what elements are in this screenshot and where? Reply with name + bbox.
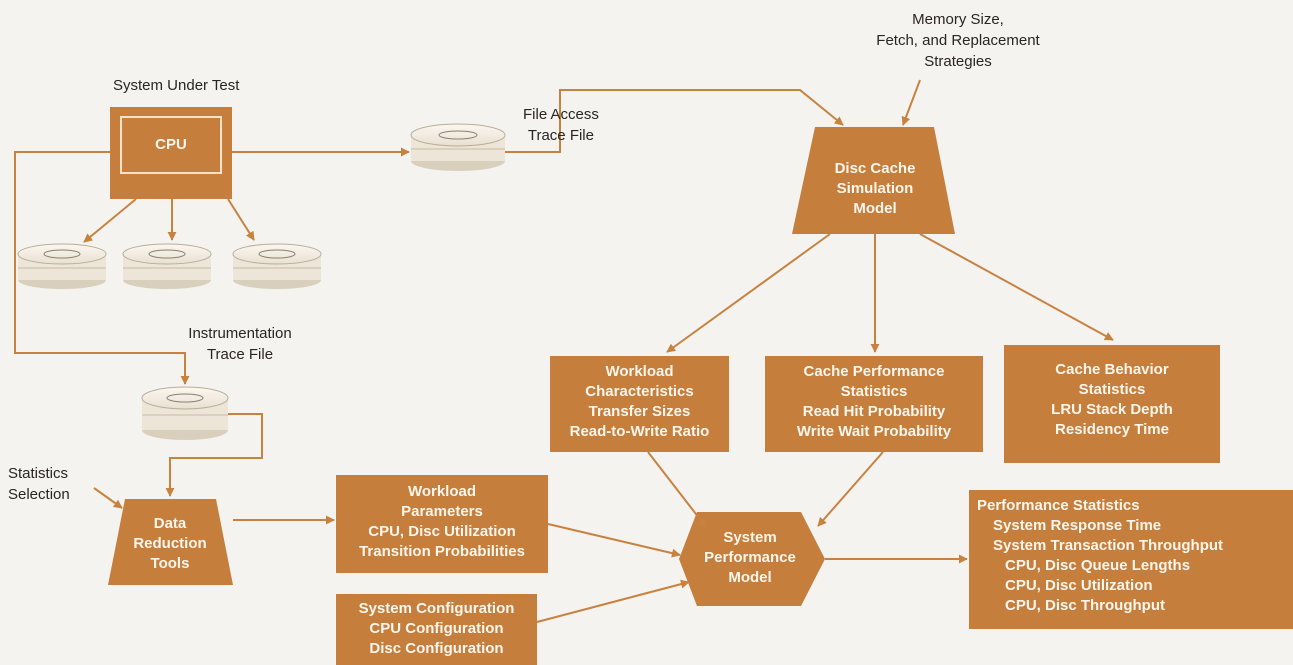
instrumentation-trace-disc-icon: [141, 386, 229, 440]
box-line: Statistics: [840, 383, 908, 400]
performance-statistics-box: Performance Statistics System Response T…: [969, 490, 1293, 629]
workload-characteristics-box: Workload Characteristics Transfer Sizes …: [550, 356, 729, 452]
label-line: Simulation: [836, 180, 914, 197]
box-line: Characteristics: [585, 383, 694, 400]
box-line: CPU, Disc Utilization: [1005, 577, 1153, 594]
workload-parameters-box: Workload Parameters CPU, Disc Utilizatio…: [336, 475, 548, 573]
disc-cache-model-label: Disc Cache Simulation Model: [810, 159, 940, 219]
cache-behavior-statistics-box: Cache Behavior Statistics LRU Stack Dept…: [1004, 345, 1220, 463]
statistics-selection-label: Statistics Selection: [8, 463, 70, 505]
label-line: Memory Size,: [912, 11, 1004, 28]
system-configuration-box: System Configuration CPU Configuration D…: [336, 594, 537, 665]
box-line: Workload: [407, 483, 477, 500]
cache-performance-statistics-box: Cache Performance Statistics Read Hit Pr…: [765, 356, 983, 452]
disc-cache-model-shape: [792, 127, 955, 234]
cpu-label: CPU: [155, 136, 187, 153]
disc-icon: [232, 243, 322, 289]
box-line: Cache Behavior: [1055, 361, 1169, 378]
label-line: Instrumentation: [188, 325, 292, 342]
box-line: Write Wait Probability: [796, 423, 952, 440]
box-line: Workload: [605, 363, 674, 380]
box-line: Statistics: [1078, 381, 1146, 398]
label-line: File Access: [523, 106, 599, 123]
label-line: System: [723, 529, 777, 546]
label-line: Performance: [704, 549, 796, 566]
box-line: Read Hit Probability: [802, 403, 946, 420]
box-line: Parameters: [401, 503, 483, 520]
label-line: Tools: [150, 555, 190, 572]
disc-icon: [122, 243, 212, 289]
label-line: Trace File: [527, 127, 594, 144]
box-title: Performance Statistics: [977, 497, 1140, 514]
data-reduction-tools-label: Data Reduction Tools: [120, 514, 220, 574]
box-line: System Transaction Throughput: [993, 537, 1224, 554]
label-line: Trace File: [206, 346, 274, 363]
box-line: Read-to-Write Ratio: [569, 423, 710, 440]
label-line: Disc Cache: [834, 160, 916, 177]
box-line: Transfer Sizes: [588, 403, 691, 420]
system-under-test-label: System Under Test: [113, 77, 240, 94]
file-access-trace-label: File Access Trace File: [523, 104, 599, 146]
memory-size-label: Memory Size, Fetch, and Replacement Stra…: [838, 9, 1078, 72]
disc-icon: [17, 243, 107, 289]
label-line: Reduction: [133, 535, 207, 552]
label-line: Statistics: [8, 465, 69, 482]
system-performance-model-label: System Performance Model: [690, 528, 810, 588]
box-line: CPU, Disc Queue Lengths: [1005, 557, 1191, 574]
instrumentation-trace-label: Instrumentation Trace File: [160, 323, 320, 365]
label-line: Data: [153, 515, 187, 532]
label-line: Strategies: [924, 53, 992, 70]
box-line: CPU, Disc Throughput: [1005, 597, 1165, 614]
label-line: Model: [853, 200, 897, 217]
box-line: LRU Stack Depth: [1051, 401, 1173, 418]
box-line: Residency Time: [1055, 421, 1169, 438]
box-line: System Response Time: [993, 517, 1162, 534]
box-line: System Configuration: [358, 600, 515, 617]
box-line: Disc Configuration: [369, 640, 504, 657]
system-performance-model-shape: [679, 512, 825, 606]
box-line: Cache Performance: [803, 363, 945, 380]
label-line: Selection: [8, 486, 70, 503]
label-line: Model: [728, 569, 772, 586]
box-line: Transition Probabilities: [359, 543, 525, 560]
label-line: Fetch, and Replacement: [876, 32, 1040, 49]
data-reduction-tools-shape: [108, 499, 233, 585]
box-line: CPU Configuration: [369, 620, 504, 637]
box-line: CPU, Disc Utilization: [368, 523, 516, 540]
file-access-trace-disc-icon: [410, 123, 506, 171]
cpu-box: [110, 107, 232, 199]
